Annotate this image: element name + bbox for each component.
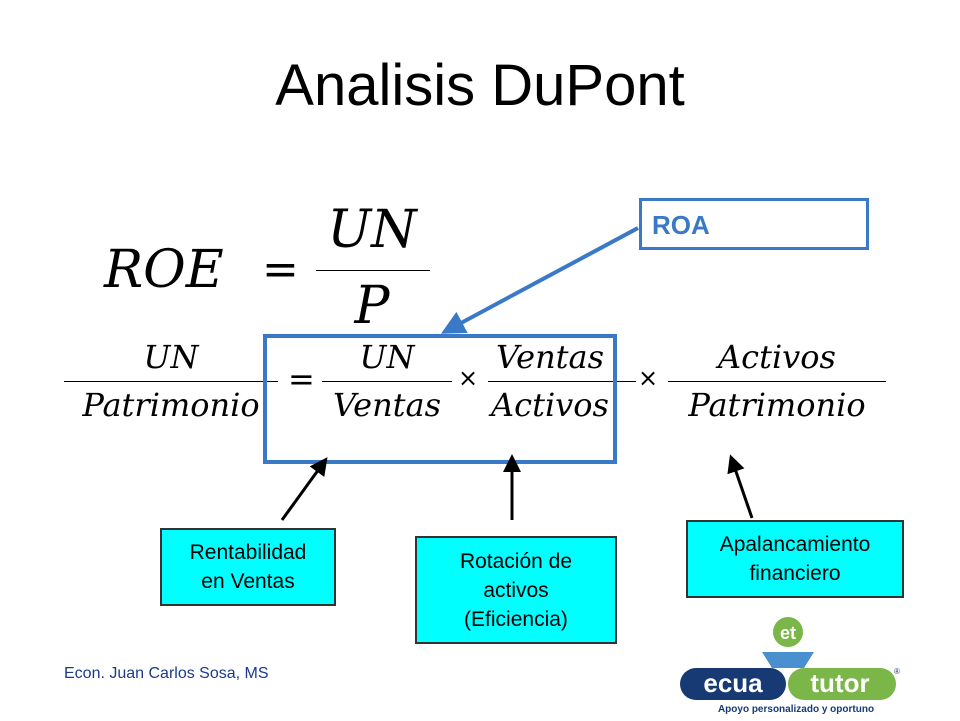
- ecuatutor-logo: et ecua tutor ® Apoyo personalizado y op…: [678, 612, 900, 716]
- lhs-numerator: UN: [143, 338, 199, 376]
- connector-line: [612, 381, 636, 382]
- roe-fraction-bar: [316, 270, 430, 271]
- rentabilidad-arrow: [280, 457, 328, 521]
- term2-numerator: Ventas: [495, 338, 605, 376]
- apalancamiento-line-2: financiero: [749, 562, 841, 585]
- equals-sign-2: =: [288, 360, 315, 398]
- term2-fraction-bar: [488, 381, 612, 382]
- term1-denominator: Ventas: [332, 386, 442, 424]
- times-sign-1: ×: [458, 364, 479, 392]
- logo-word-right: tutor: [810, 668, 869, 698]
- ecuatutor-logo-mark: et ecua tutor ® Apoyo personalizado y op…: [680, 617, 900, 715]
- logo-tagline: Apoyo personalizado y oportuno: [718, 704, 874, 715]
- apalancamiento-line-1: Apalancamiento: [719, 533, 871, 556]
- term3-denominator: Patrimonio: [688, 386, 866, 424]
- term3-numerator: Activos: [718, 338, 836, 376]
- roe-denominator: P: [354, 276, 390, 336]
- author-footer: Econ. Juan Carlos Sosa, MS: [64, 665, 269, 682]
- logo-badge-text: et: [780, 623, 796, 643]
- roe-numerator: UN: [327, 200, 417, 260]
- term2-denominator: Activos: [491, 386, 609, 424]
- roa-arrow: [440, 226, 639, 334]
- rotacion-box: Rotación de activos (Eficiencia): [415, 536, 617, 644]
- times-sign-2: ×: [638, 364, 659, 392]
- term3-fraction-bar: [668, 381, 886, 382]
- equals-sign: =: [262, 244, 299, 295]
- roe-symbol: ROE: [104, 240, 224, 300]
- rotacion-line-3: (Eficiencia): [464, 607, 568, 631]
- rotacion-line-1: Rotación de: [459, 549, 573, 573]
- rotacion-line-2: activos: [483, 578, 549, 602]
- rentabilidad-line-1: Rentabilidad: [189, 541, 307, 564]
- lhs-denominator: Patrimonio: [82, 386, 260, 424]
- term1-fraction-bar: [322, 381, 452, 382]
- logo-word-left: ecua: [703, 668, 763, 698]
- logo-registered: ®: [894, 667, 900, 676]
- roa-label: ROA: [652, 210, 710, 240]
- lhs-fraction-bar: [64, 381, 278, 382]
- rentabilidad-box: Rentabilidad en Ventas: [160, 528, 336, 606]
- term1-numerator: UN: [359, 338, 415, 376]
- rentabilidad-line-2: en Ventas: [201, 570, 295, 593]
- apalancamiento-box: Apalancamiento financiero: [686, 520, 904, 598]
- roa-label-box: ROA: [639, 198, 869, 250]
- apalancamiento-arrow: [727, 454, 754, 519]
- roa-highlight-frame: [263, 334, 617, 464]
- slide-title: Analisis DuPont: [275, 53, 685, 118]
